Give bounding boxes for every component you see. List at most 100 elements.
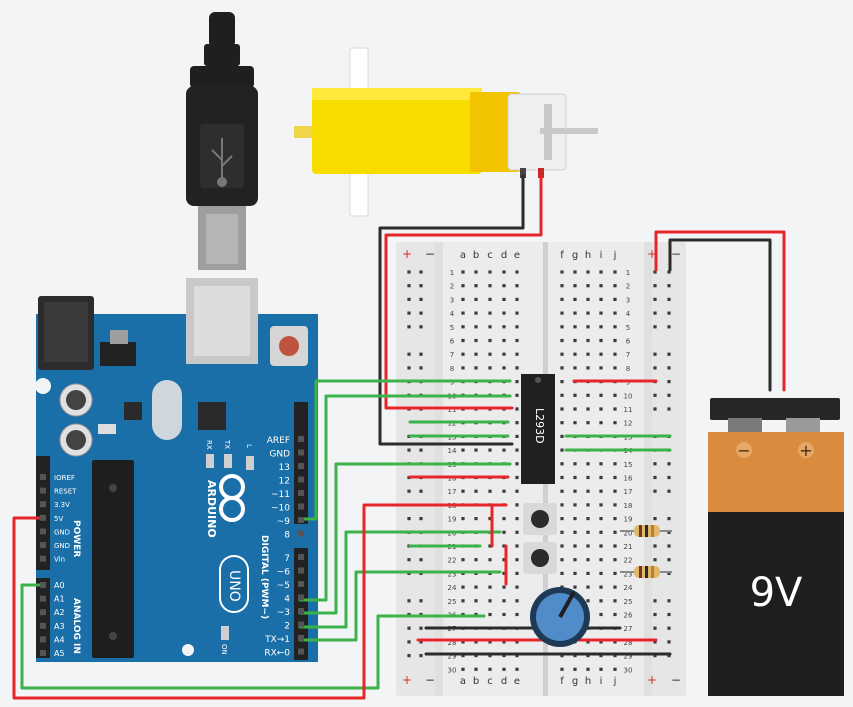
column-letter: e [514,676,520,687]
rail-hole [419,517,423,521]
rail-hole [653,407,657,411]
breadboard-hole [474,489,478,493]
analog-pin-label: A0 [54,581,65,590]
rail-plus: + [402,247,412,261]
breadboard-hole [613,503,617,507]
breadboard-hole [573,585,577,589]
breadboard-hole [515,571,519,575]
row-number-right: 27 [624,625,633,633]
analog-pin-label: A3 [54,622,65,631]
rail-plus: + [647,247,657,261]
breadboard-hole [474,517,478,521]
breadboard-hole [502,667,506,671]
breadboard-hole [461,517,465,521]
breadboard-hole [515,284,519,288]
breadboard-hole [474,270,478,274]
breadboard-hole [461,284,465,288]
digital-pin-label: TX→1 [264,635,290,645]
breadboard-hole [560,325,564,329]
breadboard-hole [474,297,478,301]
breadboard-hole [515,434,519,438]
breadboard-hole [613,530,617,534]
breadboard-hole [502,640,506,644]
rail-hole [653,612,657,617]
breadboard-hole [573,393,577,397]
rail-hole [667,462,671,466]
resistor-2 [620,566,672,578]
breadboard-hole [560,297,564,301]
rail-hole [407,270,411,274]
rail-hole [653,558,657,562]
digital-pin-label: 13 [279,463,290,473]
row-number-right: 9 [626,379,630,387]
breadboard-hole [560,270,564,274]
column-letter: i [600,250,603,261]
breadboard-hole [613,599,617,603]
breadboard-hole [474,654,478,658]
rail-hole [667,311,671,315]
breadboard-hole [586,530,590,534]
breadboard-hole [599,393,603,397]
row-number-left: 17 [448,488,457,496]
header-pin [298,648,304,655]
rail-hole [407,558,411,562]
breadboard-hole [488,366,492,370]
rail-hole [407,311,411,315]
breadboard-hole [586,352,590,356]
column-letter: f [560,250,564,261]
rail-minus: − [425,673,435,687]
breadboard-hole [560,503,564,507]
row-number-left: 23 [448,570,457,578]
rail-hole [667,530,671,534]
breadboard-hole [515,270,519,274]
column-letter: h [585,250,591,261]
breadboard-hole [586,338,590,343]
row-number-right: 22 [624,557,633,565]
breadboard-hole [560,667,564,671]
usb-icon [211,138,233,187]
row-number-left: 8 [450,365,454,373]
rail-hole [653,393,657,397]
breadboard-hole [586,311,590,315]
breadboard-hole [474,640,478,644]
rail-hole [653,297,657,301]
row-number-left: 5 [450,324,454,332]
pin2-green-wire [298,530,502,629]
battery-9v [708,398,844,696]
header-pin [298,476,304,483]
breadboard-hole [560,393,564,397]
rail-hole [667,380,671,384]
rail-hole [667,654,671,658]
breadboard-hole [515,599,519,603]
header-pin [40,542,46,548]
breadboard-hole [560,380,564,384]
column-letter: d [501,250,507,261]
breadboard-hole [613,654,617,658]
breadboard-hole [613,462,617,466]
breadboard-hole [560,517,564,521]
arduino-uno-board [35,278,338,662]
breadboard-hole [461,352,465,356]
header-pin [298,635,304,641]
breadboard-hole [515,640,519,644]
arduino-l-label: L [245,444,253,448]
breadboard-hole [586,544,590,548]
dc-gear-motor [294,47,598,217]
motor-red-wire [384,174,543,410]
column-letter: j [613,676,617,687]
rail-hole [407,297,411,301]
column-letter: g [572,250,578,261]
breadboard-hole [461,654,465,658]
breadboard-hole [599,654,603,658]
breadboard-hole [573,421,577,425]
rail-hole [667,407,671,411]
row-number-left: 11 [448,406,457,414]
rail-hole [667,517,671,521]
breadboard-hole [573,284,577,288]
resistor-1 [620,525,672,537]
labels: L293D 9V − + ARDUINO UNO ON TX RX L DIGI… [71,408,813,655]
row-number-right: 20 [624,529,633,537]
header-pin [298,621,304,628]
breadboard-hole [515,544,519,548]
rail-hole [653,599,657,603]
